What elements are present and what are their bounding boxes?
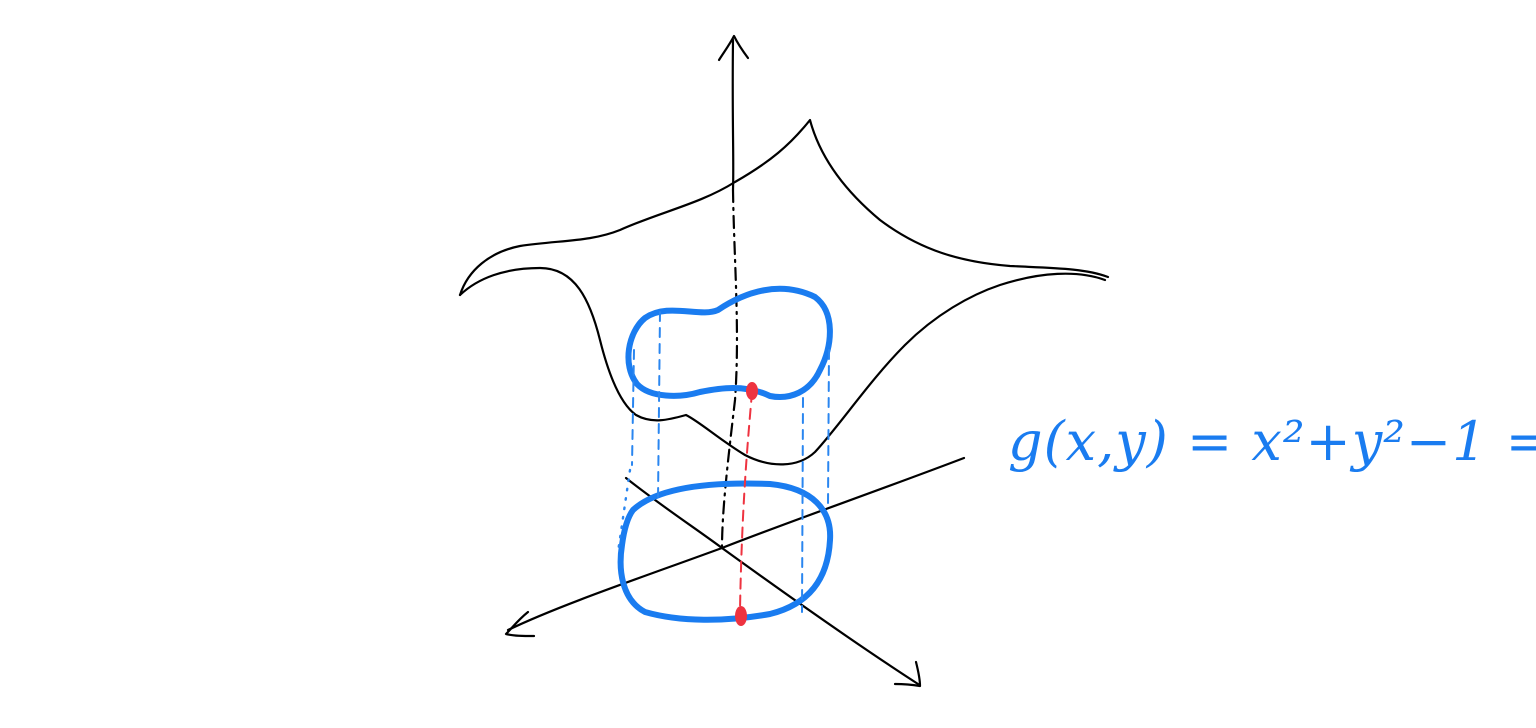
surface-front-edge	[458, 266, 1107, 466]
z-axis-hidden	[720, 188, 739, 550]
constraint-equation-label: g(x,y) = x²+y²−1 = 0	[1008, 410, 1536, 473]
z-axis	[731, 38, 735, 192]
surface-outline	[458, 118, 1110, 297]
constraint-curve-base	[617, 480, 834, 623]
z-axis-arrowhead	[717, 34, 750, 62]
y-axis	[624, 476, 920, 686]
projection-line	[616, 468, 632, 554]
y-axis-arrowhead	[893, 660, 922, 688]
constrained-point-on-plane	[735, 606, 747, 626]
constrained-point-on-surface	[746, 382, 758, 400]
projection-line	[827, 349, 830, 506]
projection-line	[631, 349, 635, 466]
projection-line	[801, 397, 804, 613]
x-axis-arrowhead	[504, 610, 536, 638]
point-connector	[739, 391, 753, 611]
constraint-curve-lifted	[625, 285, 833, 400]
projection-line	[657, 311, 661, 501]
